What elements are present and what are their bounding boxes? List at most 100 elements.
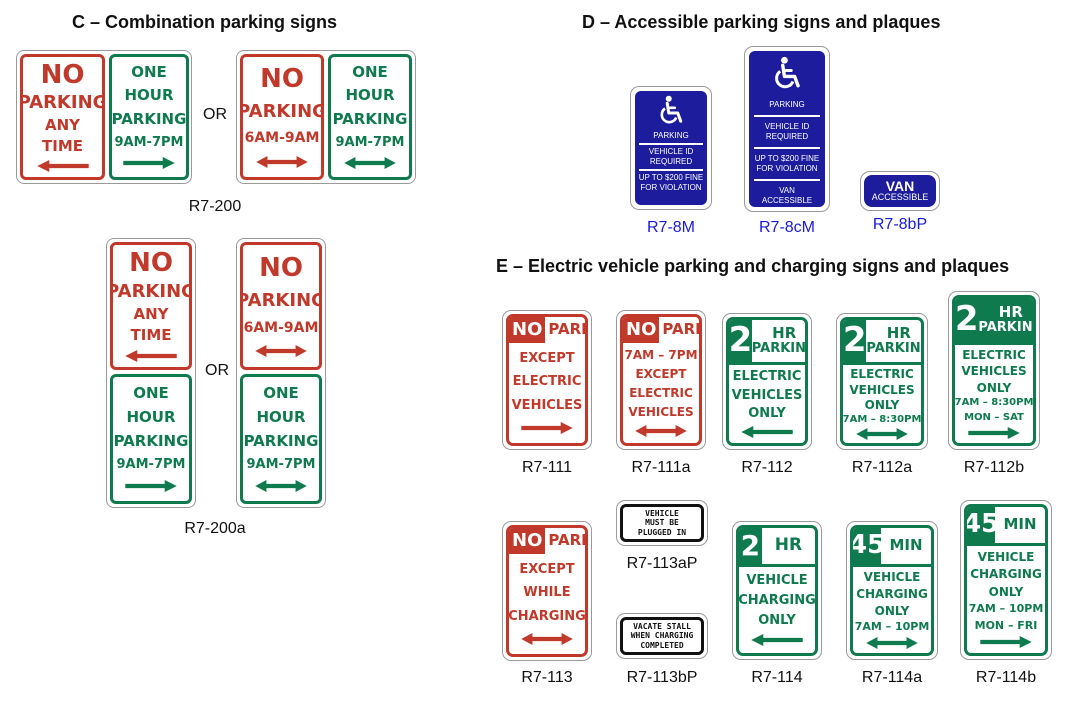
sign-text: PARKING (240, 289, 322, 311)
sign-text: COMPLETED (640, 640, 684, 650)
sign-text: VEHICLE ID (648, 147, 694, 156)
sign-text: CHARGING (738, 592, 816, 608)
sign-text: HR (886, 324, 911, 343)
caption-r7-8cm: R7-8cM (758, 219, 815, 236)
sign-text: WHEN CHARGING (630, 631, 694, 641)
sign-text: VACATE STALL (633, 622, 691, 632)
arrow-left-icon (125, 350, 177, 362)
sign-text: ONLY (976, 380, 1012, 395)
sign-text: VEHICLE (746, 572, 808, 588)
arrow-left-icon (35, 160, 91, 172)
sign-r7-112b: 2 HR PARKING ELECTRIC VEHICLES ONLY 7AM … (948, 291, 1040, 450)
sign-text: VEHICLE (645, 509, 679, 519)
caption-r7-113ap: R7-113aP (626, 555, 698, 572)
section-d-heading: D – Accessible parking signs and plaques (582, 12, 941, 32)
arrow-both-icon (252, 480, 310, 492)
sign-text: CHARGING (508, 608, 586, 624)
sign-text: VEHICLE (977, 549, 1035, 564)
sign-text: HOUR (345, 86, 395, 105)
sign-text: 6AM-9AM (244, 130, 320, 147)
section-e-heading: E – Electric vehicle parking and chargin… (496, 256, 1010, 276)
caption-r7-112b: R7-112b (963, 459, 1025, 476)
arrow-both-icon (340, 157, 400, 169)
caption-r7-200a: R7-200a (184, 520, 246, 537)
arrow-right-icon (517, 422, 577, 434)
sign-text: VAN (885, 177, 915, 194)
sign-text: MON – FRI (974, 618, 1038, 632)
sign-text: PARKING (240, 101, 324, 123)
sign-text: FOR VIOLATION (756, 164, 818, 173)
sign-text: HOUR (124, 86, 174, 105)
sign-text: ACCESSIBLE (871, 192, 929, 203)
sign-text: 9AM-7PM (116, 457, 186, 473)
sign-text: EXCEPT (519, 562, 575, 578)
caption-r7-114: R7-114 (751, 669, 803, 686)
sign-r7-113: NO PARKING EXCEPT WHILE CHARGING (502, 521, 592, 661)
sign-text: UP TO $200 FINE (754, 154, 820, 163)
sign-text: PARKING (548, 320, 585, 339)
sign-text: 7AM – 8:30PM (842, 413, 922, 425)
sign-text: VEHICLES (961, 364, 1027, 379)
section-c-heading: C – Combination parking signs (72, 12, 338, 32)
sign-text: ONE (131, 62, 167, 81)
sign-text: 9AM-7PM (335, 134, 405, 150)
sign-text: 45 (853, 528, 885, 564)
sign-text: 2 (955, 298, 979, 342)
sign-text: ONE (133, 383, 169, 402)
sign-text: MON – SAT (964, 411, 1024, 423)
sign-text: 2 (842, 320, 867, 362)
sign-text: ONLY (874, 603, 910, 618)
sign-text: VEHICLE (863, 570, 921, 585)
sign-text: NO (259, 252, 303, 283)
arrow-right-icon (962, 427, 1026, 439)
sign-text: PARKING (20, 92, 105, 114)
sign-r7-200-b: NO PARKING 6AM-9AM ONE HOUR PARKING 9AM-… (236, 50, 416, 184)
sign-text: PLUGGED IN (637, 527, 687, 537)
caption-r7-112: R7-112 (741, 459, 793, 476)
arrow-both-icon (252, 345, 310, 357)
sign-r7-112: 2 HR PARKING ELECTRIC VEHICLES ONLY (722, 313, 812, 450)
sign-text: ELECTRIC (962, 347, 1026, 362)
or-label: OR (203, 106, 227, 123)
sign-text: PARKING (548, 531, 585, 550)
arrow-both-icon (862, 637, 922, 649)
caption-r7-200: R7-200 (188, 198, 242, 215)
sign-text: ACCESSIBLE (761, 196, 813, 205)
sign-text: VEHICLES (511, 397, 583, 413)
sign-text: HR (774, 535, 803, 556)
sign-text: 6AM-9AM (243, 319, 319, 336)
arrow-right-icon (125, 480, 177, 492)
sign-text: MIN (1003, 515, 1037, 534)
sign-text: ONE (352, 62, 388, 81)
caption-r7-8bp: R7-8bP (872, 216, 928, 233)
arrow-right-icon (123, 157, 175, 169)
sign-text: ONLY (758, 613, 796, 629)
sign-text: NO (509, 317, 546, 343)
caption-r7-111: R7-111 (521, 459, 573, 476)
sign-r7-111a: NO PARKING 7AM – 7PM EXCEPT ELECTRIC VEH… (616, 310, 706, 450)
sign-r7-114a: 45 MIN VEHICLE CHARGING ONLY 7AM – 10PM (846, 521, 938, 660)
sign-text: 7AM – 10PM (854, 620, 930, 634)
caption-r7-113bp: R7-113bP (626, 669, 698, 686)
sign-r7-111: NO PARKING EXCEPT ELECTRIC VEHICLES (502, 310, 592, 450)
sign-text: VEHICLES (628, 404, 694, 419)
arrow-left-icon (735, 426, 799, 438)
wheelchair-icon (656, 95, 686, 125)
caption-r7-114b: R7-114b (975, 669, 1037, 686)
sign-r7-200-a: NO PARKING ANY TIME ONE HOUR PARKING 9AM… (16, 50, 192, 184)
sign-text: 9AM-7PM (246, 457, 316, 473)
caption-r7-114a: R7-114a (861, 669, 923, 686)
caption-r7-111a: R7-111a (631, 459, 691, 476)
sign-text: TIME (130, 326, 172, 345)
sign-text: NO (623, 317, 660, 343)
arrow-left-icon (747, 634, 807, 646)
plaque-r7-113bp: VACATE STALL WHEN CHARGING COMPLETED (616, 613, 708, 659)
sign-text: PARKING (113, 432, 189, 451)
sign-text: HR (998, 303, 1023, 322)
caption-r7-113: R7-113 (521, 669, 573, 686)
sign-text: EXCEPT (519, 351, 575, 367)
sign-text: VAN (779, 186, 795, 195)
wheelchair-icon (770, 56, 804, 90)
sign-text: PARKING (243, 432, 319, 451)
sign-r7-114b: 45 MIN VEHICLE CHARGING ONLY 7AM – 10PM … (960, 500, 1052, 660)
